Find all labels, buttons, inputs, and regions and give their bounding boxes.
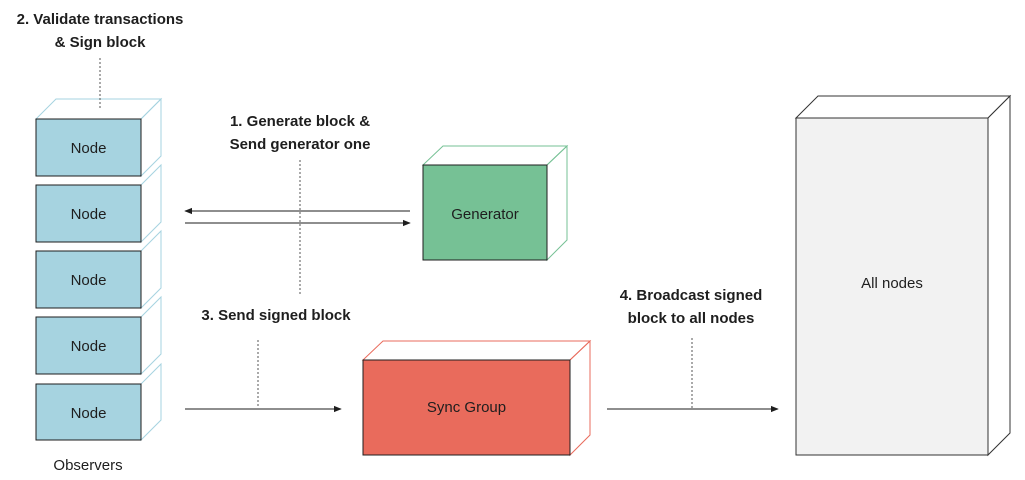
step4-label-line1: 4. Broadcast signed: [620, 287, 763, 304]
step2-label-line1: 2. Validate transactions: [17, 11, 184, 28]
all-nodes-label: All nodes: [861, 275, 923, 292]
step2-label-line2: & Sign block: [55, 34, 147, 51]
observer-node-2[interactable]: Node: [35, 163, 162, 244]
observer-node-stack: Node Node Node Node Node: [34, 97, 163, 442]
observer-node-1[interactable]: Node: [34, 97, 163, 178]
step3-label: 3. Send signed block: [201, 307, 351, 324]
all-nodes-box[interactable]: All nodes: [794, 94, 1012, 457]
node-label: Node: [71, 206, 107, 223]
sync-group-label: Sync Group: [427, 399, 506, 416]
step4-label-line2: block to all nodes: [628, 310, 755, 327]
node-label: Node: [71, 338, 107, 355]
sync-group-box[interactable]: Sync Group: [361, 339, 592, 457]
generator-label: Generator: [451, 206, 519, 223]
step1-label-line2: Send generator one: [230, 136, 371, 153]
node-label: Node: [71, 405, 107, 422]
observers-label: Observers: [53, 457, 122, 474]
step1-label-line1: 1. Generate block &: [230, 113, 370, 130]
node-label: Node: [71, 140, 107, 157]
node-label: Node: [71, 272, 107, 289]
observer-node-4[interactable]: Node: [35, 295, 162, 376]
generator-box[interactable]: Generator: [421, 144, 569, 262]
observer-node-3[interactable]: Node: [35, 229, 162, 310]
observer-node-5[interactable]: Node: [35, 362, 162, 442]
